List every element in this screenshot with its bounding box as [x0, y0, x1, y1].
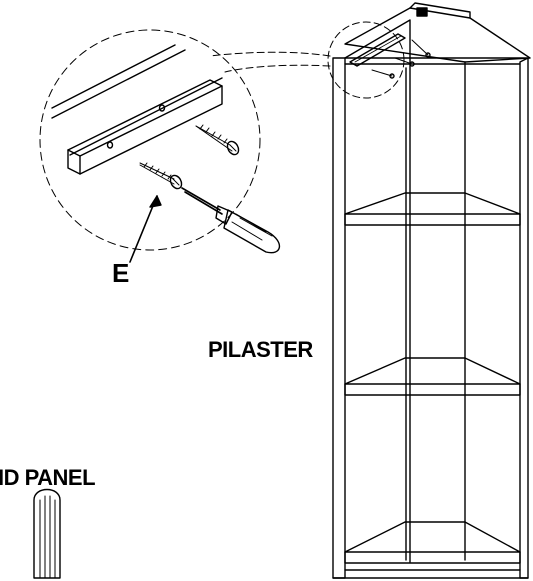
cap-tab — [416, 7, 428, 17]
shelf-3 — [344, 521, 521, 564]
shelf-2 — [344, 357, 521, 396]
side-panel-right — [519, 57, 529, 579]
screwdriver-icon — [181, 187, 281, 254]
screw-icon — [195, 124, 240, 156]
shelf-1 — [344, 192, 521, 226]
callout-leader — [224, 64, 331, 73]
corner-shelf-unit — [332, 2, 531, 579]
side-panel-left — [332, 57, 346, 579]
detail-callout-circle — [327, 21, 405, 99]
screw-icon — [139, 162, 183, 190]
wooden-dowel-icon — [33, 488, 61, 579]
pilaster-label: PILASTER — [208, 337, 313, 362]
magnified-callout-circle — [39, 29, 261, 251]
shelf-top-cap — [344, 7, 531, 63]
top-cleat-detail — [349, 33, 431, 79]
magnified-detail — [39, 29, 281, 263]
part-label-e: E — [112, 258, 129, 288]
end-panel-label: ID PANEL — [0, 465, 95, 490]
cleat-block — [67, 79, 223, 175]
